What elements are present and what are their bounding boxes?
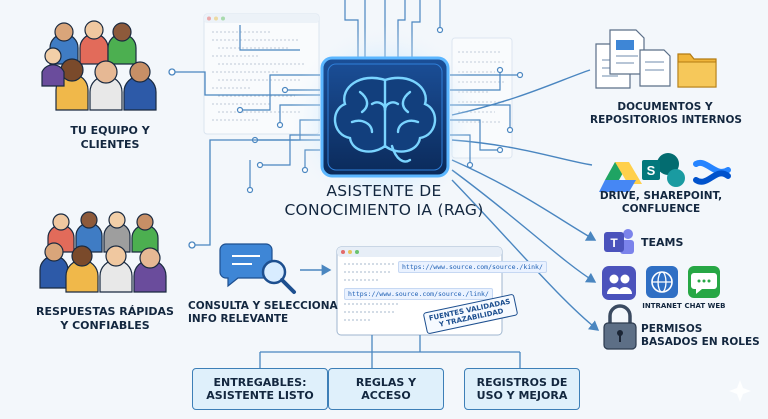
team-label: TU EQUIPO Y CLIENTES — [58, 124, 162, 152]
query-label-line2: INFO RELEVANTE — [188, 313, 328, 326]
deliverables-line1: ENTREGABLES: — [206, 376, 313, 389]
document-icon — [596, 30, 670, 88]
google-drive-icon — [599, 162, 642, 192]
permissions-label: PERMISOS BASADOS EN ROLES — [641, 323, 760, 349]
svg-text:S: S — [647, 163, 656, 178]
query-label-line1: CONSULTA Y SELECCIONA — [188, 300, 328, 313]
tree-connectors — [260, 335, 520, 368]
center-title-line2: CONOCIMIENTO IA (RAG) — [284, 201, 484, 220]
deliverables-line2: ASISTENTE LISTO — [206, 389, 313, 402]
answers-label-line2: Y CONFIABLES — [30, 319, 180, 333]
drive-label-line2: CONFLUENCE — [596, 203, 726, 216]
chat-web-icon — [688, 266, 720, 298]
sharepoint-icon: S — [642, 153, 685, 187]
teams-label: TEAMS — [641, 236, 683, 250]
answers-label-line1: RESPUESTAS RÁPIDAS — [30, 305, 180, 319]
folder-icon — [678, 54, 716, 87]
source-url-2[interactable]: https://www.source.com/source./link/ — [344, 288, 493, 300]
intranet-icon — [646, 266, 678, 298]
source-url-1[interactable]: https://www.source.com/source./kink/ — [398, 261, 547, 273]
usage-logs-line1: REGISTROS DE — [477, 376, 568, 389]
usage-logs-box: REGISTROS DE USO Y MEJORA — [464, 368, 580, 410]
svg-text:T: T — [610, 236, 618, 250]
rules-access-line1: REGLAS Y — [356, 376, 416, 389]
rules-access-line2: ACCESO — [356, 389, 416, 402]
padlock-icon — [604, 306, 636, 349]
docs-label-line1: DOCUMENTOS Y — [590, 101, 740, 114]
center-title: ASISTENTE DE CONOCIMIENTO IA (RAG) — [284, 182, 484, 221]
drive-label-line1: DRIVE, SHAREPOINT, — [596, 190, 726, 203]
docs-label-line2: REPOSITORIOS INTERNOS — [590, 114, 740, 127]
people-app-icon — [602, 266, 636, 300]
sparkle-icon — [729, 380, 751, 402]
drive-label: DRIVE, SHAREPOINT, CONFLUENCE — [596, 190, 726, 216]
deliverables-box: ENTREGABLES: ASISTENTE LISTO — [192, 368, 328, 410]
people-group-icon — [42, 21, 156, 110]
rules-access-box: REGLAS Y ACCESO — [328, 368, 444, 410]
chat-web-label: CHAT WEB — [684, 302, 726, 311]
docs-label: DOCUMENTOS Y REPOSITORIOS INTERNOS — [590, 101, 740, 127]
permissions-label-line2: BASADOS EN ROLES — [641, 336, 760, 349]
teams-icon: T — [604, 229, 634, 254]
intranet-label: INTRANET — [641, 302, 683, 311]
team-label-line1: TU EQUIPO Y — [58, 124, 162, 138]
center-title-line1: ASISTENTE DE — [284, 182, 484, 201]
people-group-icon — [40, 212, 166, 292]
answers-label: RESPUESTAS RÁPIDAS Y CONFIABLES — [30, 305, 180, 333]
confluence-icon — [696, 163, 728, 182]
team-label-line2: CLIENTES — [58, 138, 162, 152]
usage-logs-line2: USO Y MEJORA — [477, 389, 568, 402]
query-label: CONSULTA Y SELECCIONA INFO RELEVANTE — [188, 300, 328, 326]
permissions-label-line1: PERMISOS — [641, 323, 760, 336]
magnifier-icon — [263, 261, 294, 292]
